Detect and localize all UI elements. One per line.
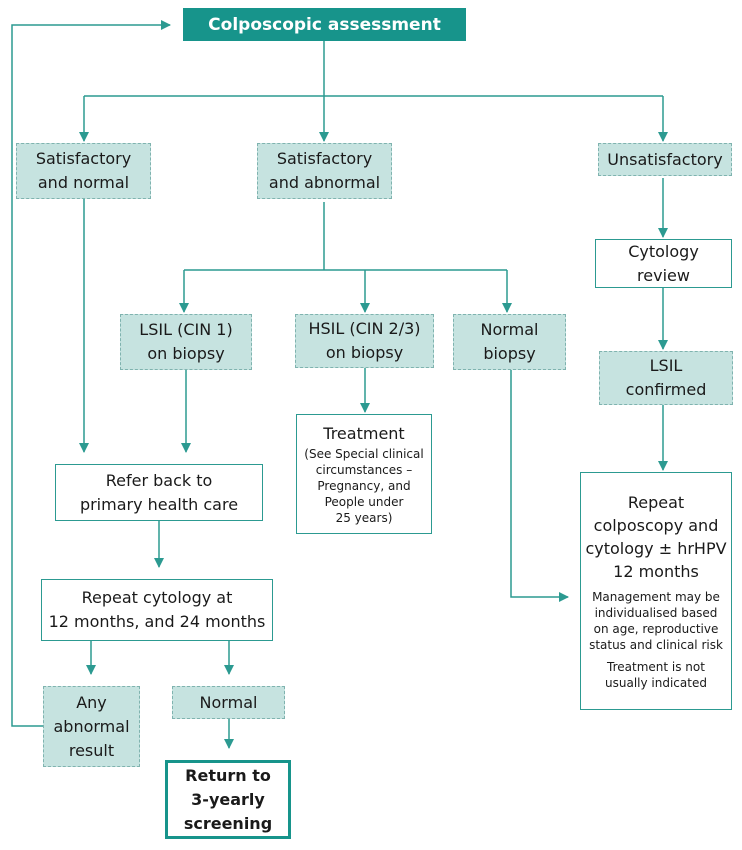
treatment-note-line2: circumstances – — [315, 463, 413, 477]
treatment-note-line3: Pregnancy, and — [317, 479, 411, 493]
treatment-not-indicated-line1: Treatment is not — [607, 660, 705, 674]
satisfactory-abnormal-line2: and abnormal — [268, 173, 381, 192]
normal-box: Normal — [172, 686, 285, 719]
normal-label: Normal — [199, 692, 258, 712]
satisfactory-abnormal-box: Satisfactory and abnormal — [257, 143, 392, 199]
repeat-colposcopy-line3: cytology ± hrHPV — [585, 539, 727, 558]
colposcopic-assessment-box: Colposcopic assessment — [183, 8, 466, 41]
return-screening-line3: screening — [183, 813, 273, 833]
normal-biopsy-line1: Normal — [480, 320, 539, 339]
refer-back-line2: primary health care — [79, 494, 239, 514]
cytology-review-box: Cytology review — [595, 239, 732, 288]
repeat-cytology-box: Repeat cytology at 12 months, and 24 mon… — [41, 579, 273, 641]
repeat-colposcopy-line4: 12 months — [613, 562, 699, 581]
lsil-confirmed-line2: confirmed — [625, 380, 707, 399]
arrow-feedback-loop — [11, 20, 171, 727]
repeat-colposcopy-line1: Repeat — [627, 493, 685, 512]
treatment-heading: Treatment — [323, 424, 405, 443]
repeat-cytology-line1: Repeat cytology at — [81, 588, 233, 607]
lsil-confirmed-line1: LSIL — [649, 356, 683, 375]
hsil-biopsy-line2: on biopsy — [325, 343, 404, 362]
satisfactory-normal-box: Satisfactory and normal — [16, 143, 151, 199]
unsatisfactory-box: Unsatisfactory — [598, 143, 732, 176]
satisfactory-normal-line2: and normal — [37, 173, 130, 192]
lsil-biopsy-line1: LSIL (CIN 1) — [139, 320, 233, 339]
any-abnormal-line1: Any — [76, 692, 107, 712]
unsatisfactory-label: Unsatisfactory — [607, 149, 723, 169]
return-screening-line1: Return to — [185, 765, 271, 785]
treatment-note-line4: People under — [324, 495, 404, 509]
treatment-not-indicated-line2: usually indicated — [605, 676, 707, 690]
repeat-colposcopy-line2: colposcopy and — [593, 516, 719, 535]
repeat-cytology-line2: 12 months, and 24 months — [48, 612, 266, 631]
hsil-biopsy-box: HSIL (CIN 2/3) on biopsy — [295, 314, 434, 368]
management-note-line2: individualised based — [594, 606, 718, 620]
treatment-box: Treatment (See Special clinical circumst… — [296, 414, 432, 534]
refer-back-box: Refer back to primary health care — [55, 464, 263, 521]
cytology-review-line1: Cytology — [628, 241, 699, 261]
normal-biopsy-box: Normal biopsy — [453, 314, 566, 370]
lsil-confirmed-box: LSIL confirmed — [599, 351, 733, 405]
any-abnormal-box: Any abnormal result — [43, 686, 140, 767]
any-abnormal-line3: result — [68, 740, 115, 760]
management-note-line1: Management may be — [592, 590, 720, 604]
satisfactory-normal-line1: Satisfactory — [35, 149, 132, 168]
treatment-note-line1: (See Special clinical — [304, 447, 424, 461]
management-note-line3: on age, reproductive — [593, 622, 719, 636]
repeat-colposcopy-box: Repeat colposcopy and cytology ± hrHPV 1… — [580, 472, 732, 710]
any-abnormal-line2: abnormal — [53, 716, 130, 736]
management-note-line4: status and clinical risk — [589, 638, 723, 652]
lsil-biopsy-box: LSIL (CIN 1) on biopsy — [120, 314, 252, 370]
colposcopic-assessment-label: Colposcopic assessment — [208, 14, 441, 35]
arrow-normal-biopsy-to-repeat-colposcopy — [510, 370, 569, 602]
treatment-note-line5: 25 years) — [335, 511, 393, 525]
lsil-biopsy-line2: on biopsy — [147, 344, 225, 363]
refer-back-line1: Refer back to — [105, 470, 213, 490]
return-screening-box: Return to 3-yearly screening — [165, 760, 291, 839]
hsil-biopsy-line1: HSIL (CIN 2/3) — [308, 319, 421, 338]
normal-biopsy-line2: biopsy — [483, 344, 536, 363]
cytology-review-line2: review — [637, 265, 690, 285]
satisfactory-abnormal-line1: Satisfactory — [276, 149, 373, 168]
return-screening-line2: 3-yearly — [191, 789, 265, 809]
